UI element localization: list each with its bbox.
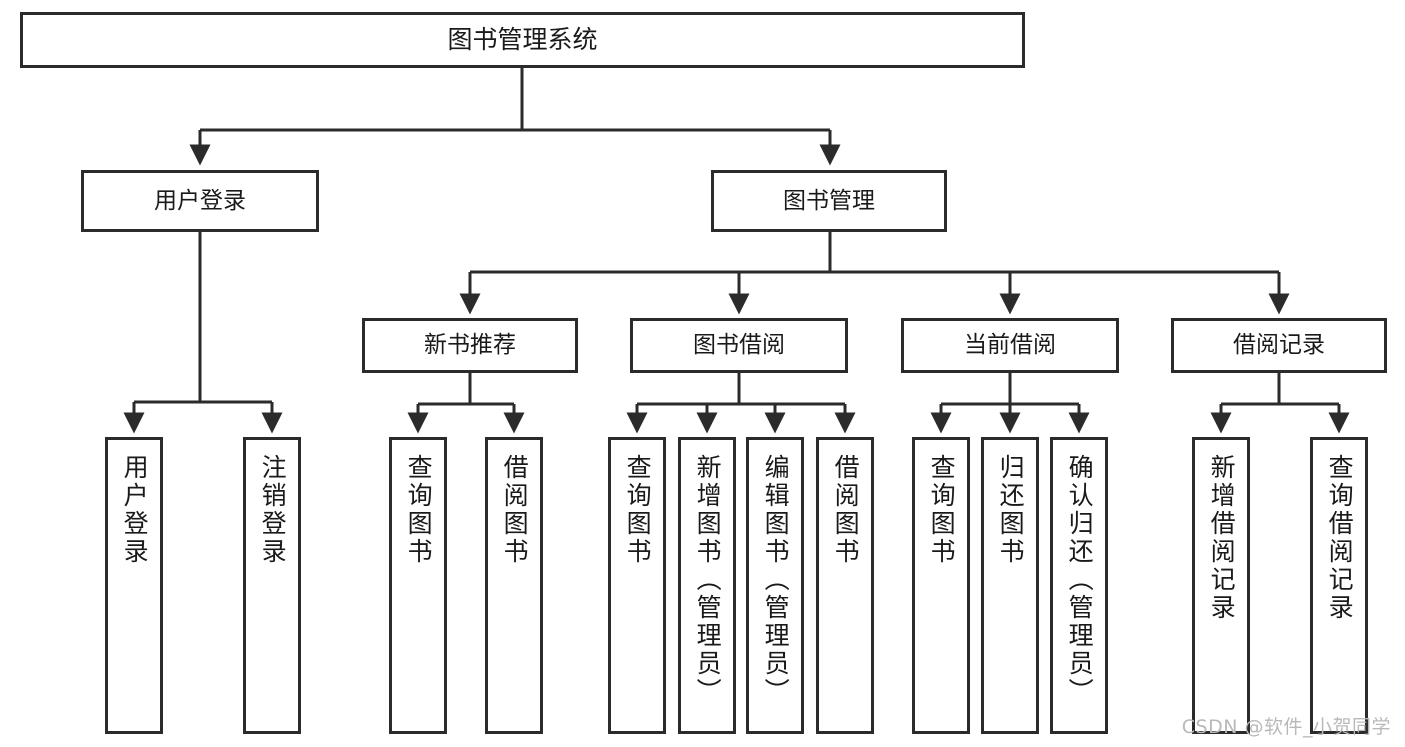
node-label: 查询图书: [404, 454, 434, 566]
leaf-query-book-current[interactable]: 查询图书: [912, 437, 970, 734]
node-label: 新书推荐: [424, 332, 516, 359]
node-label: 图书管理: [783, 187, 875, 214]
node-label: 用户登录: [120, 454, 150, 566]
node-label: 图书管理系统: [447, 25, 598, 55]
node-label: 新增借阅记录: [1207, 454, 1237, 622]
leaf-query-borrow-record[interactable]: 查询借阅记录: [1310, 437, 1368, 734]
leaf-return-book[interactable]: 归还图书: [981, 437, 1039, 734]
node-borrow-records[interactable]: 借阅记录: [1171, 318, 1387, 373]
node-label: 借阅图书: [831, 454, 861, 566]
leaf-logout[interactable]: 注销登录: [243, 437, 301, 734]
node-book-management[interactable]: 图书管理: [711, 170, 947, 232]
leaf-user-login[interactable]: 用户登录: [105, 437, 163, 734]
node-book-borrow[interactable]: 图书借阅: [630, 318, 848, 373]
leaf-borrow-book-recommend[interactable]: 借阅图书: [485, 437, 543, 734]
leaf-borrow-book[interactable]: 借阅图书: [816, 437, 874, 734]
leaf-query-book-borrow[interactable]: 查询图书: [608, 437, 666, 734]
node-label: 查询借阅记录: [1325, 454, 1355, 622]
node-label: 注销登录: [258, 454, 288, 566]
node-label: 确认归还（管理员）: [1065, 454, 1095, 706]
node-label: 新增图书（管理员）: [693, 454, 723, 706]
node-label: 当前借阅: [964, 332, 1056, 359]
node-label: 借阅记录: [1233, 332, 1325, 359]
leaf-edit-book-admin[interactable]: 编辑图书（管理员）: [746, 437, 804, 734]
node-label: 查询图书: [623, 454, 653, 566]
leaf-confirm-return-admin[interactable]: 确认归还（管理员）: [1050, 437, 1108, 734]
node-label: 查询图书: [927, 454, 957, 566]
node-user-login[interactable]: 用户登录: [81, 170, 319, 232]
leaf-query-book-recommend[interactable]: 查询图书: [389, 437, 447, 734]
node-label: 编辑图书（管理员）: [761, 454, 791, 706]
leaf-add-book-admin[interactable]: 新增图书（管理员）: [678, 437, 736, 734]
node-new-book-recommend[interactable]: 新书推荐: [362, 318, 578, 373]
node-label: 借阅图书: [500, 454, 530, 566]
node-current-borrow[interactable]: 当前借阅: [901, 318, 1119, 373]
node-label: 用户登录: [154, 187, 246, 214]
leaf-add-borrow-record[interactable]: 新增借阅记录: [1192, 437, 1250, 734]
node-label: 归还图书: [996, 454, 1026, 566]
node-root-book-management-system[interactable]: 图书管理系统: [20, 12, 1025, 68]
node-label: 图书借阅: [693, 332, 785, 359]
